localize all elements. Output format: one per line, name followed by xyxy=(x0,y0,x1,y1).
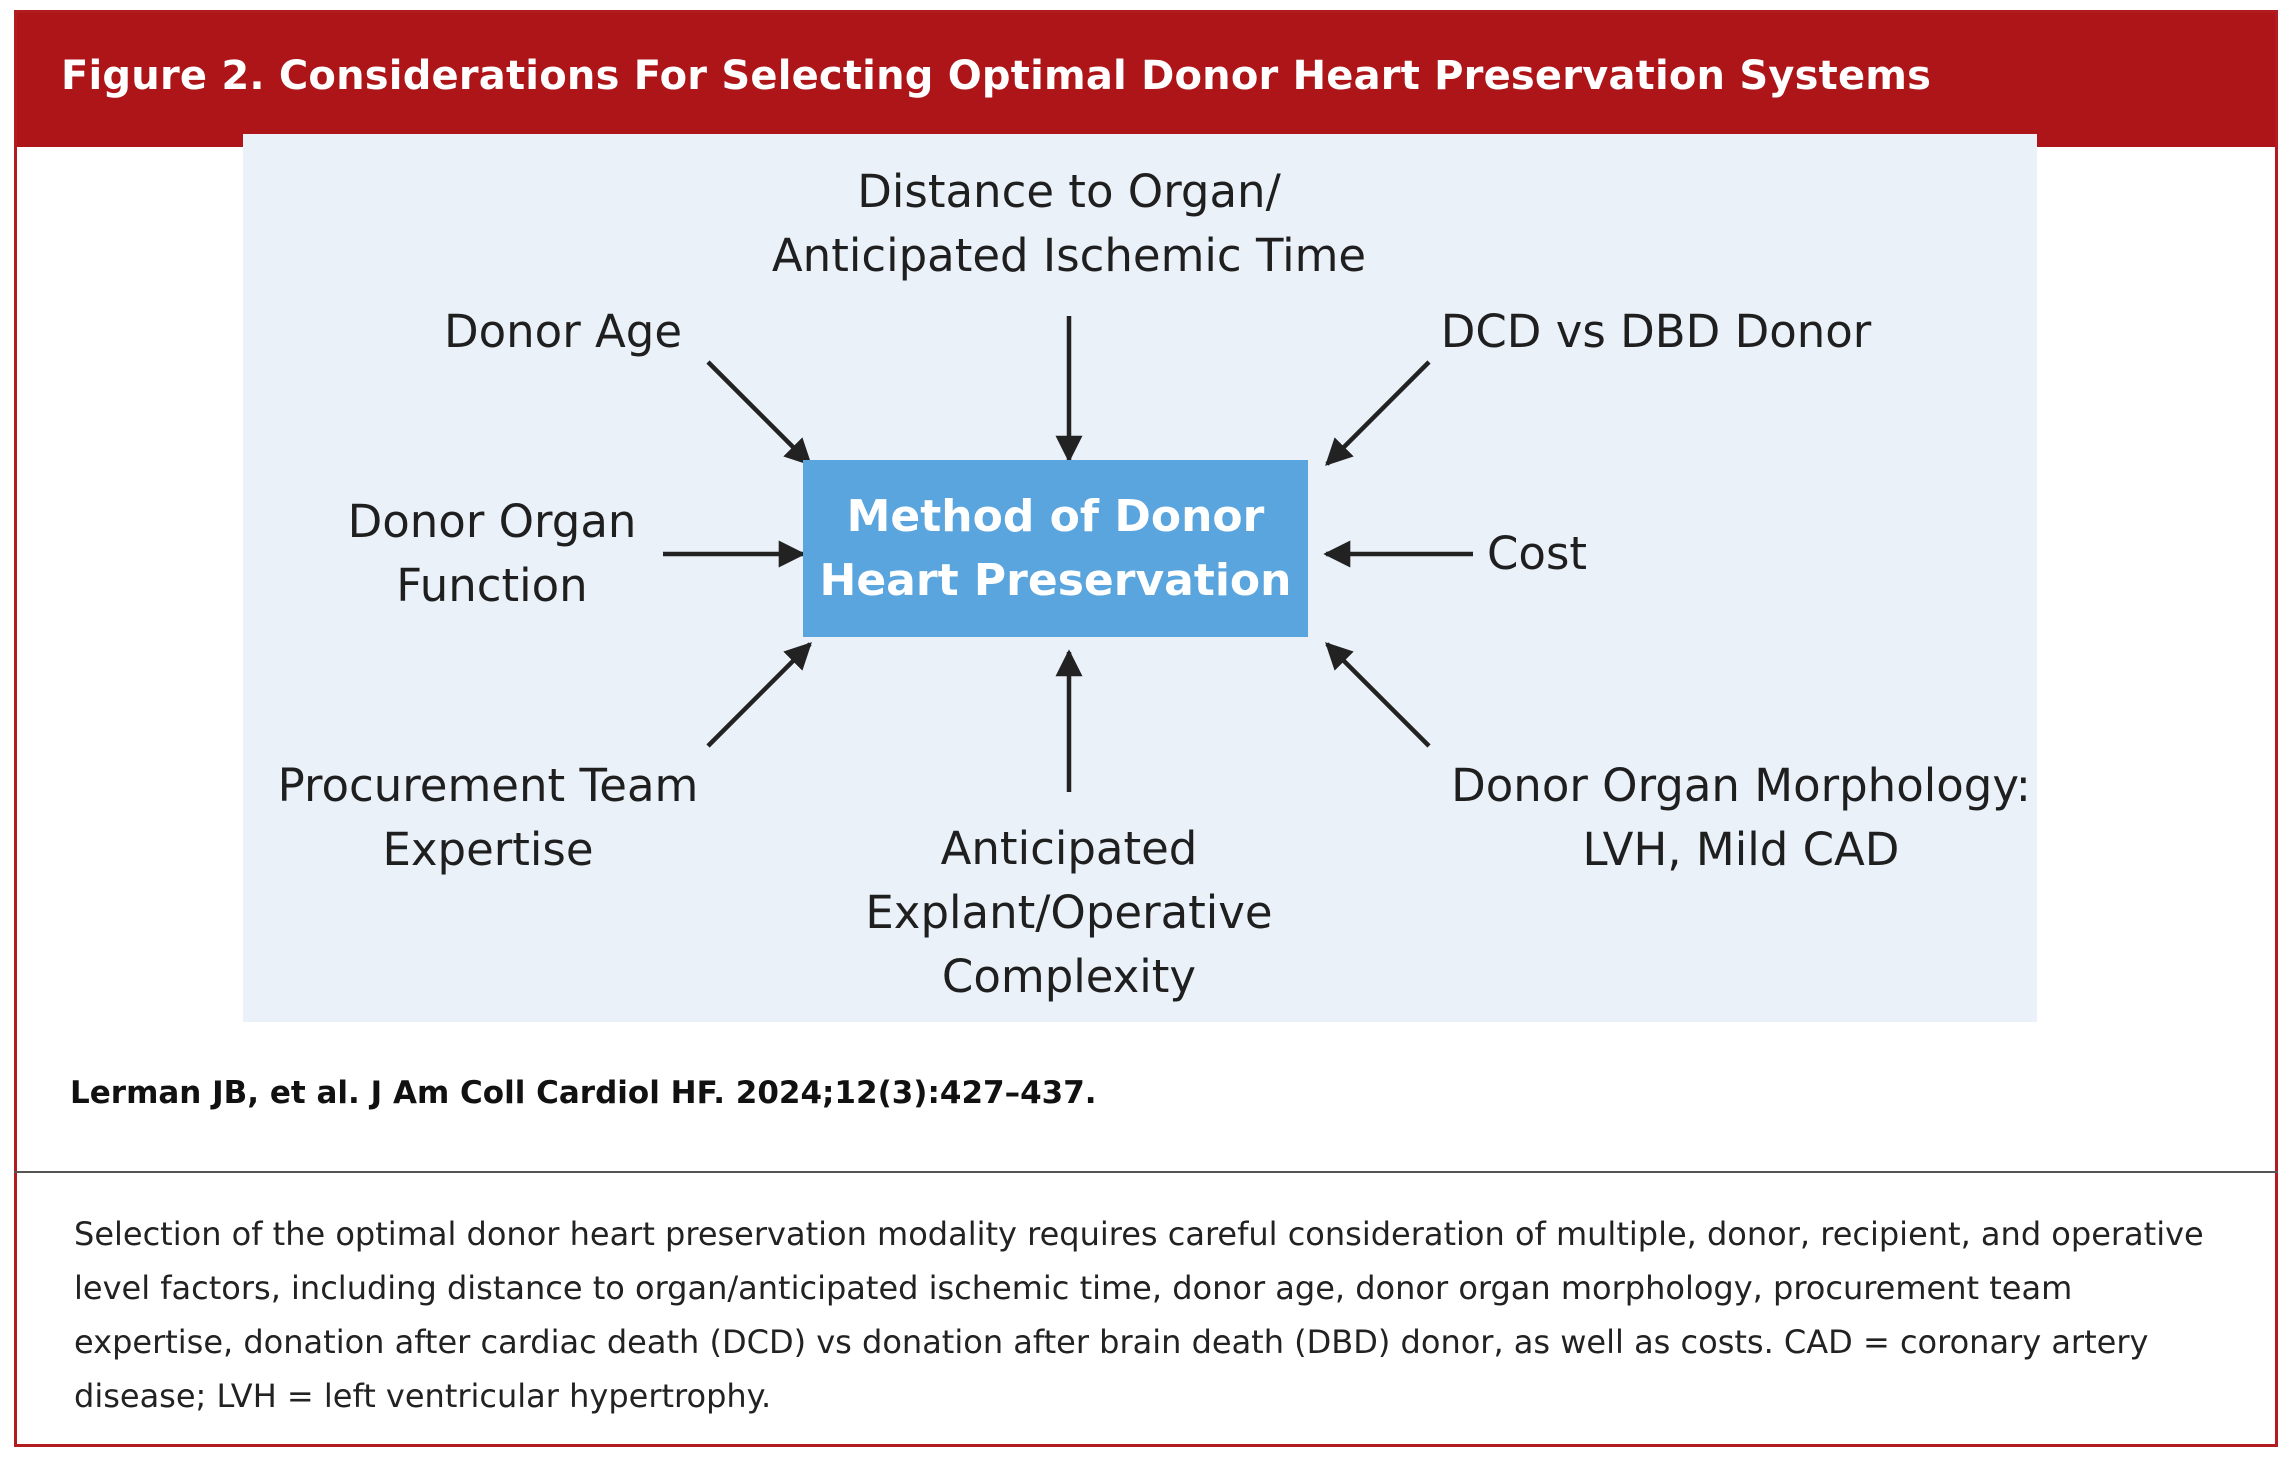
factor-procurement: Procurement Team Expertise xyxy=(277,759,699,876)
factor-cost: Cost xyxy=(1487,527,1588,580)
factor-organ-function: Donor Organ Function xyxy=(347,495,637,612)
center-node-line-1: Method of Donor xyxy=(846,490,1265,542)
center-node-line-2: Heart Preservation xyxy=(819,554,1292,606)
factor-morphology: Donor Organ Morphology: LVH, Mild CAD xyxy=(1451,759,2031,876)
arrow-from-morphology xyxy=(1325,642,1431,748)
factor-complexity: Anticipated Explant/Operative Complexity xyxy=(865,822,1273,1003)
arrow-from-procurement xyxy=(706,642,812,748)
factor-dcd-dbd: DCD vs DBD Donor xyxy=(1440,305,1872,358)
factor-donor-age: Donor Age xyxy=(443,305,683,358)
figure-caption: Selection of the optimal donor heart pre… xyxy=(74,1215,2204,1415)
arrow-from-donor-age xyxy=(706,360,812,466)
factor-distance: Distance to Organ/ Anticipated Ischemic … xyxy=(771,165,1367,282)
figure-title: Figure 2. Considerations For Selecting O… xyxy=(61,53,1932,99)
citation: Lerman JB, et al. J Am Coll Cardiol HF. … xyxy=(70,1075,1097,1111)
figure-header: Figure 2. Considerations For Selecting O… xyxy=(17,13,2275,147)
caption-divider xyxy=(14,1171,2278,1173)
center-node-preservation-method: Method of Donor Heart Preservation xyxy=(803,460,1308,637)
arrow-from-dcd-dbd xyxy=(1325,360,1431,466)
